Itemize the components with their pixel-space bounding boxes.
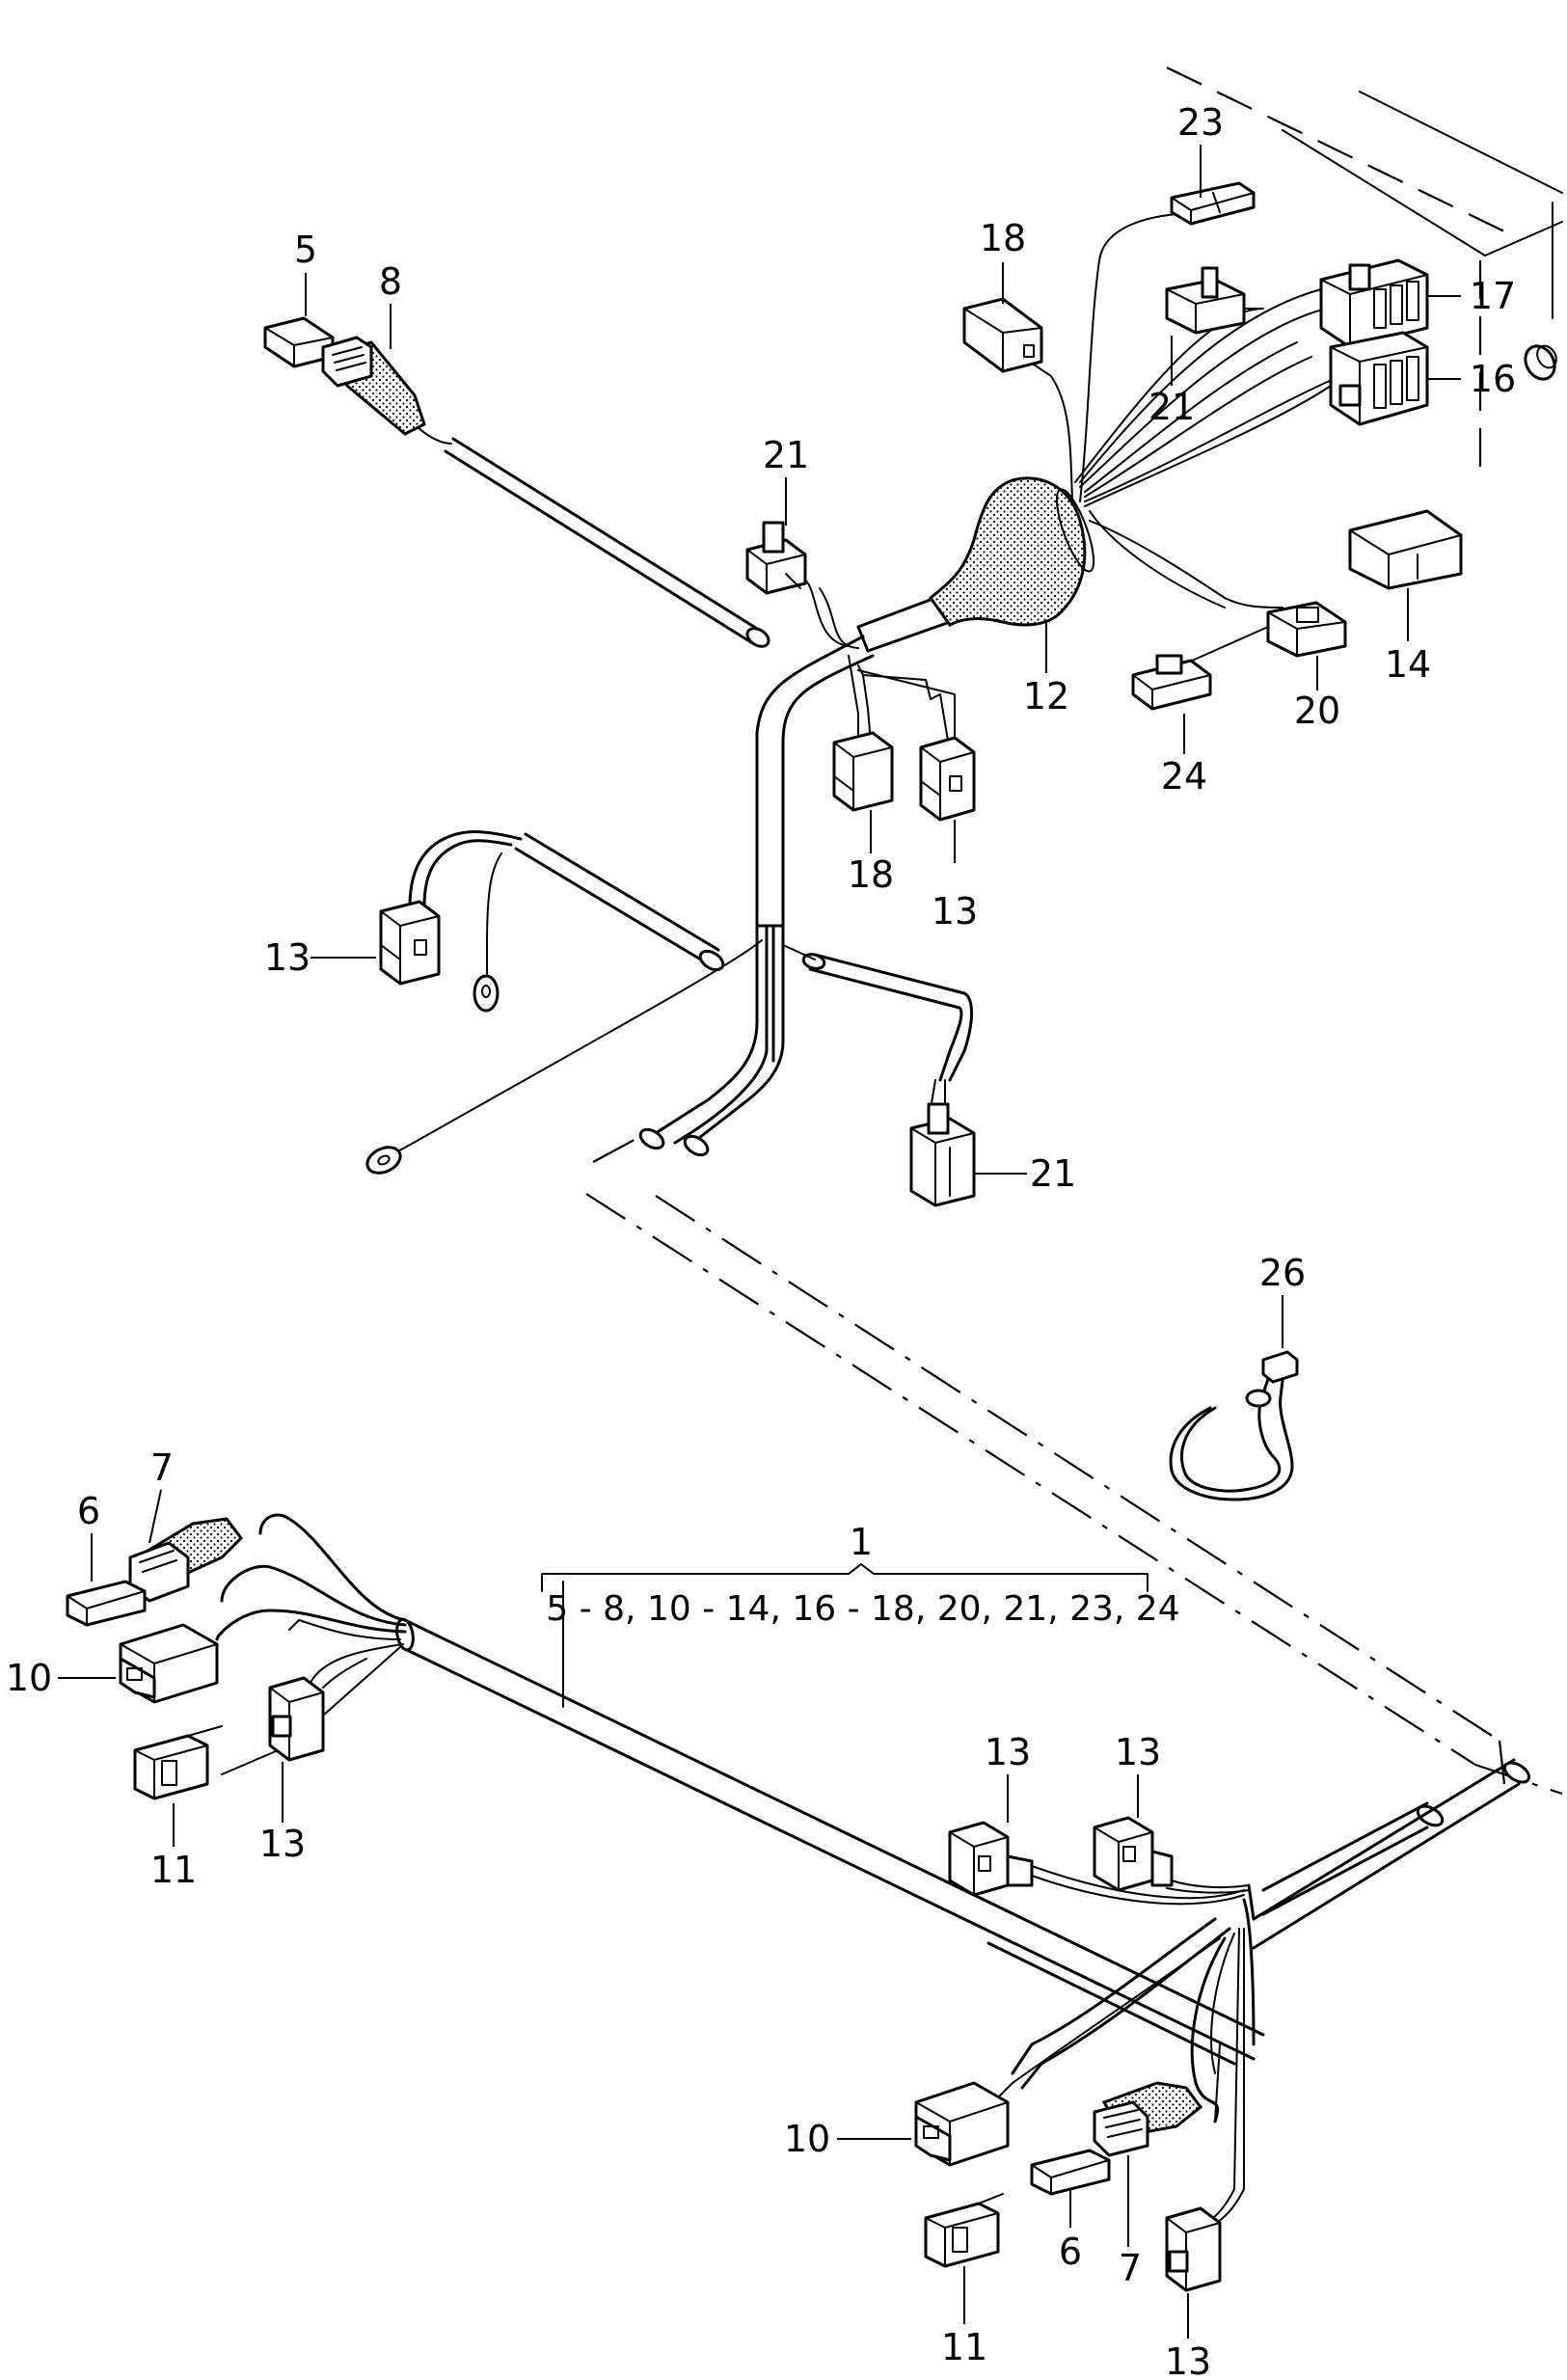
leader-lines — [58, 145, 1461, 2339]
callout-21-lower: 21 — [1030, 1152, 1076, 1195]
callout-6-right: 6 — [1059, 2231, 1082, 2273]
connector-11-right — [924, 2193, 1004, 2268]
callout-24: 24 — [1161, 755, 1207, 798]
connector-7-right — [1093, 2081, 1203, 2157]
connector-13-middle — [919, 736, 976, 822]
connector-7-left — [128, 1517, 243, 1603]
callout-12: 12 — [1023, 675, 1069, 717]
legend-bracket — [541, 1563, 1148, 1708]
connector-13-lower-a — [948, 1821, 1034, 1897]
callout-5: 5 — [294, 229, 317, 271]
callout-labels: 1 5 8 18 23 17 21 16 21 12 14 20 24 18 1… — [6, 101, 1516, 2380]
routing-lines — [585, 1127, 1563, 1796]
callout-13-lower-b: 13 — [1115, 1731, 1161, 1773]
ring-terminal-upper — [473, 944, 500, 1013]
callout-6-left: 6 — [77, 1490, 100, 1532]
panel-outline — [1166, 67, 1563, 482]
connector-18-middle — [832, 731, 894, 812]
connector-10-right — [914, 2081, 1010, 2167]
callout-20: 20 — [1294, 690, 1340, 732]
callout-26: 26 — [1259, 1252, 1306, 1294]
connector-6-left — [66, 1580, 147, 1627]
connector-20 — [1266, 601, 1347, 658]
connector-18-upper — [962, 297, 1043, 373]
callout-10-left: 10 — [6, 1657, 52, 1699]
callout-16: 16 — [1470, 358, 1516, 400]
connector-17 — [1319, 258, 1429, 349]
callout-21-upper-right: 21 — [1148, 386, 1195, 428]
connector-13-left — [379, 900, 441, 986]
connector-16 — [1329, 331, 1429, 426]
connector-21-upper — [745, 521, 807, 595]
lower-harness — [215, 1513, 1531, 2229]
callout-13-lower-c: 13 — [1165, 2340, 1211, 2380]
connector-13-lower-c — [1165, 2206, 1222, 2292]
connector-24 — [1131, 654, 1212, 711]
connector-11-left — [133, 1725, 223, 1800]
connector-10-left — [119, 1623, 219, 1704]
callout-18-upper: 18 — [980, 217, 1026, 259]
callout-13-left: 13 — [264, 936, 311, 979]
connector-23 — [1170, 181, 1256, 226]
connector-13-lower-b — [1093, 1816, 1174, 1892]
connector-21-upper-right — [1165, 266, 1246, 335]
connector-8 — [321, 336, 426, 436]
callout-7-left: 7 — [150, 1447, 174, 1489]
connector-21-lower — [909, 1102, 976, 1207]
callout-14: 14 — [1385, 643, 1431, 686]
connector-14 — [1348, 509, 1463, 590]
callout-21-upper: 21 — [763, 434, 809, 476]
connector-6-right — [1030, 2149, 1111, 2196]
connector-13-lower-left — [268, 1676, 325, 1762]
callout-23: 23 — [1177, 101, 1224, 144]
connector-5 — [263, 316, 335, 368]
callout-10-right: 10 — [784, 2118, 830, 2160]
callout-13-lower-left: 13 — [259, 1823, 306, 1865]
callout-8: 8 — [379, 260, 402, 303]
callout-18-middle: 18 — [848, 853, 894, 896]
callout-11-right: 11 — [941, 2326, 987, 2368]
callout-13-middle: 13 — [932, 890, 978, 933]
callout-13-lower-a: 13 — [985, 1731, 1031, 1773]
callout-11-left: 11 — [150, 1849, 197, 1891]
callout-1: 1 — [850, 1521, 873, 1563]
callout-7-right: 7 — [1119, 2247, 1142, 2289]
grommet — [928, 476, 1095, 627]
cable-tie — [1169, 1350, 1299, 1501]
kit-contents-legend: 5 - 8, 10 - 14, 16 - 18, 20, 21, 23, 24 — [546, 1589, 1179, 1629]
callout-17: 17 — [1470, 275, 1516, 317]
ring-terminal-lower — [365, 1146, 406, 1175]
